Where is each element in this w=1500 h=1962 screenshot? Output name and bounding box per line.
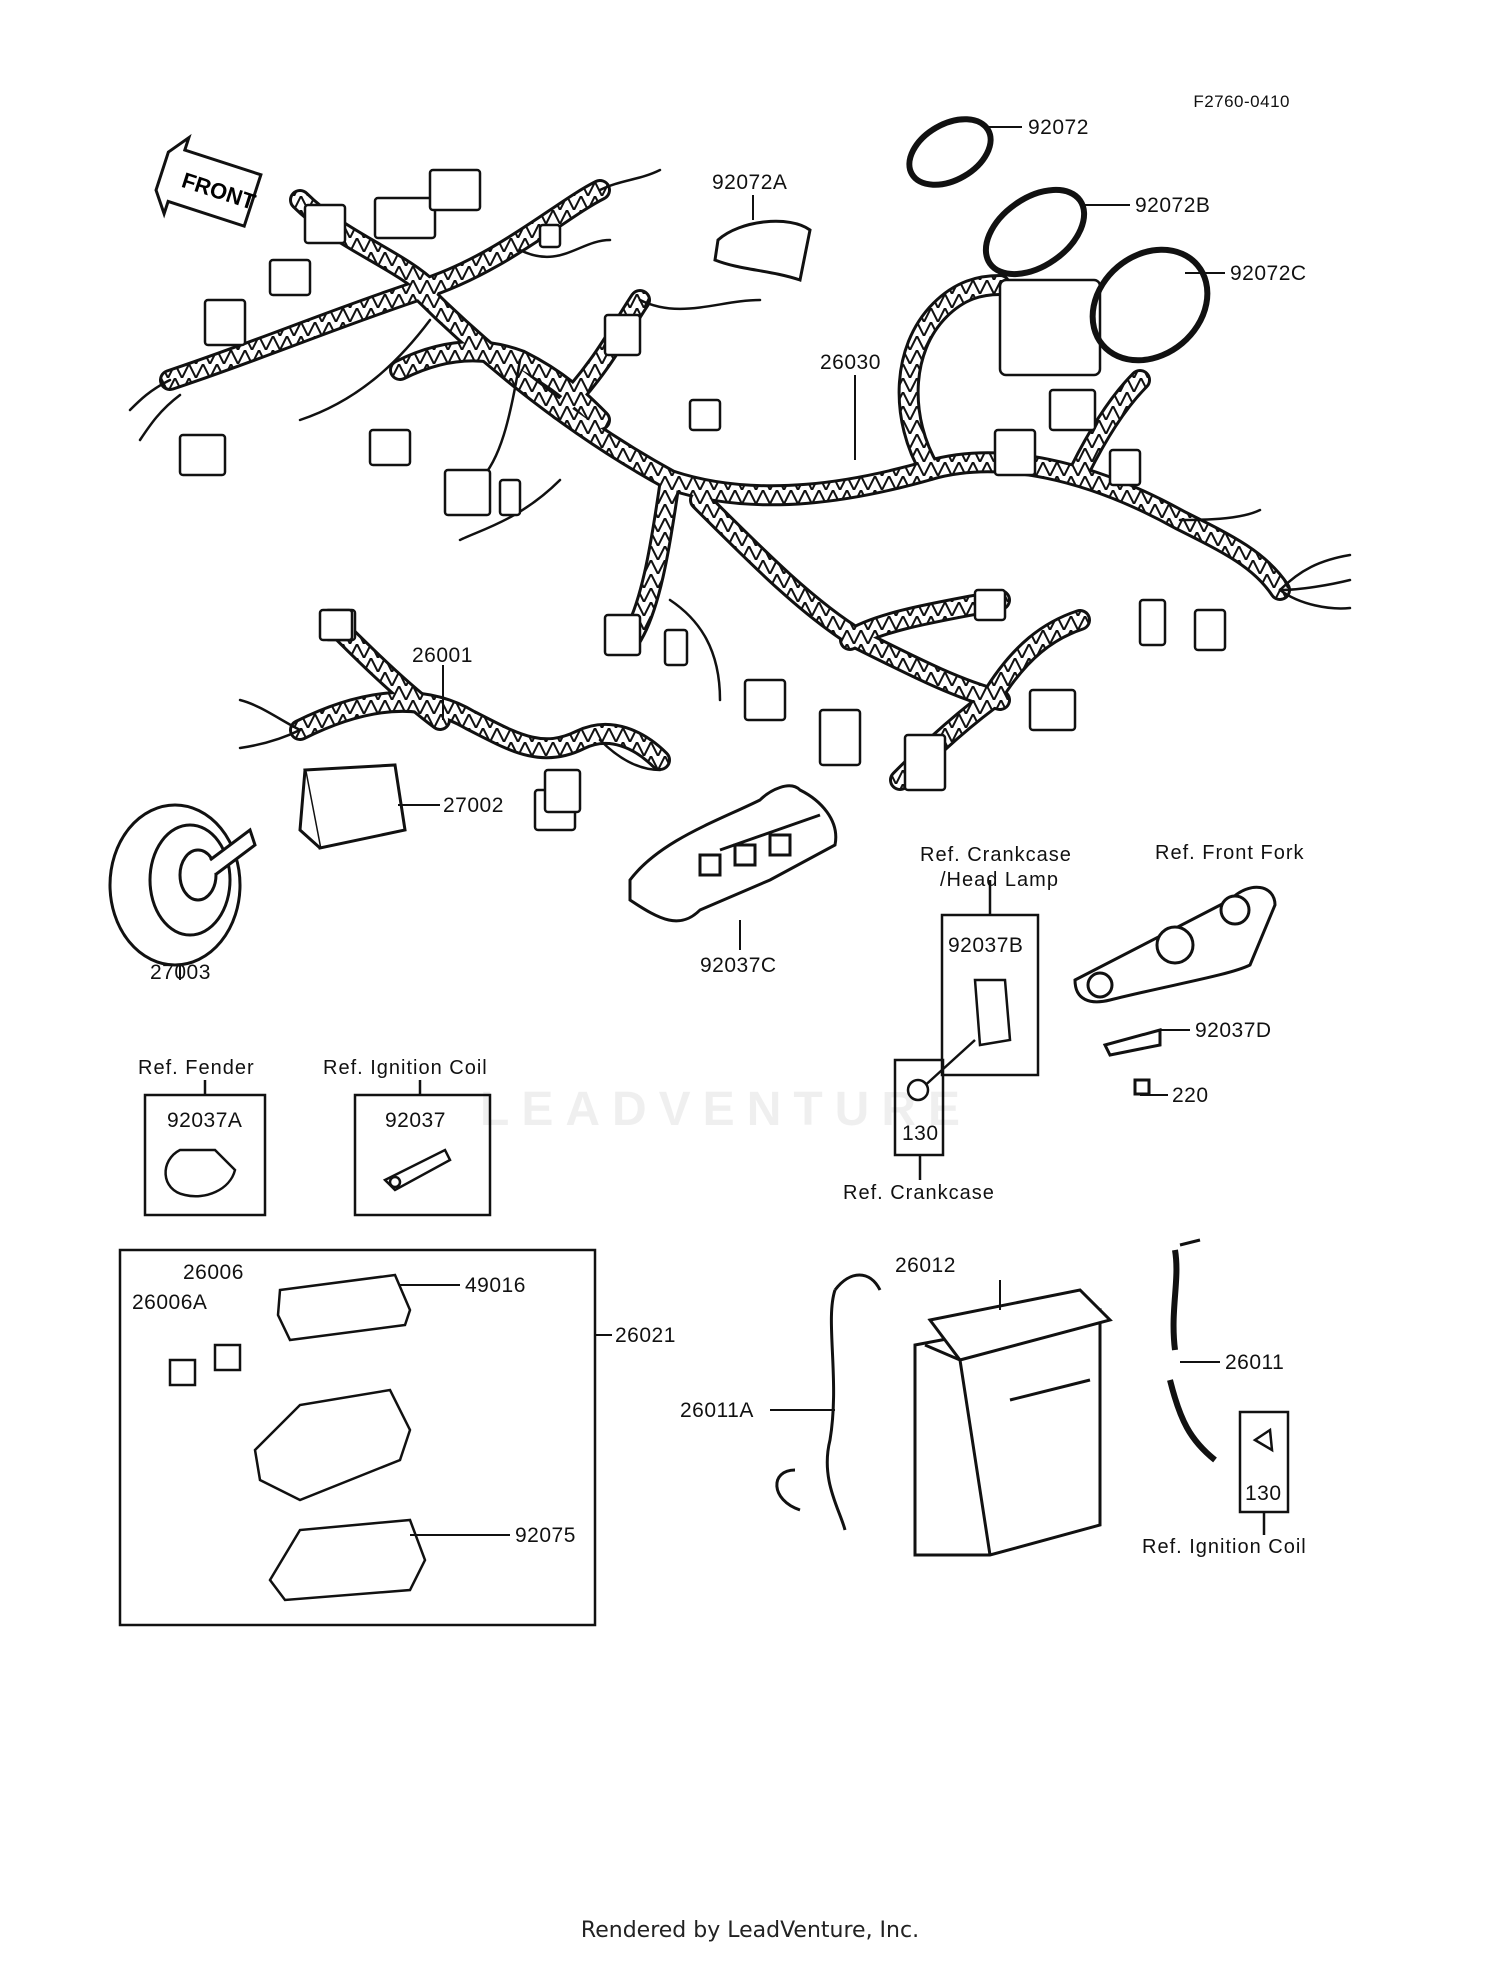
- battery-cable-26011A: [775, 1273, 882, 1531]
- ref-crankcase-headlamp-line1: Ref. Crankcase: [920, 844, 1072, 866]
- label-26030: 26030: [820, 351, 881, 374]
- front-arrow: FRONT: [154, 133, 263, 229]
- label-130-ignition-coil: 130: [1245, 1482, 1282, 1505]
- label-92072C: 92072C: [1230, 262, 1307, 285]
- horn-27003: [108, 803, 257, 967]
- ref-ignition-coil-a: Ref. Ignition Coil: [323, 1057, 488, 1079]
- sub-harness-26001: [318, 608, 582, 814]
- label-26001: 26001: [412, 644, 473, 667]
- leader-lines: [179, 126, 1225, 1536]
- battery-26012: [913, 1288, 1113, 1557]
- label-26006A: 26006A: [132, 1291, 208, 1314]
- label-27003: 27003: [150, 961, 211, 984]
- front-fork-bracket: [1073, 885, 1277, 1096]
- label-26012: 26012: [895, 1254, 956, 1277]
- main-harness-26030: [128, 168, 1352, 832]
- footer-credit: Rendered by LeadVenture, Inc.: [580, 1918, 920, 1943]
- label-92075: 92075: [515, 1524, 576, 1547]
- label-92037D: 92037D: [1195, 1019, 1272, 1042]
- label-26006: 26006: [183, 1261, 244, 1284]
- ref-box-92037A: [143, 1080, 267, 1217]
- label-26011A: 26011A: [680, 1399, 754, 1422]
- drawing-code: F2760-0410: [1193, 92, 1290, 111]
- ref-front-fork: Ref. Front Fork: [1155, 842, 1305, 864]
- ref-box-130-ignition-coil: [1238, 1410, 1290, 1535]
- relay-27002: [298, 763, 407, 850]
- label-92037B: 92037B: [948, 934, 1024, 957]
- label-26011: 26011: [1225, 1351, 1285, 1374]
- fuse-box-26021: [118, 1248, 597, 1627]
- battery-cable-26011: [1167, 1238, 1217, 1463]
- label-27002: 27002: [443, 794, 504, 817]
- cover-92037C: [628, 784, 838, 923]
- ref-fender: Ref. Fender: [138, 1057, 255, 1079]
- label-92037A: 92037A: [167, 1109, 243, 1132]
- ref-crankcase-headlamp-line2: /Head Lamp: [940, 869, 1059, 891]
- label-220: 220: [1172, 1084, 1209, 1107]
- ref-box-92037: [353, 1080, 492, 1217]
- label-92072A: 92072A: [712, 171, 788, 194]
- label-92037: 92037: [385, 1109, 446, 1132]
- label-26021: 26021: [615, 1324, 676, 1347]
- label-49016: 49016: [465, 1274, 526, 1297]
- label-92037C: 92037C: [700, 954, 777, 977]
- label-130-crankcase: 130: [902, 1122, 939, 1145]
- ref-crankcase: Ref. Crankcase: [843, 1182, 995, 1204]
- ref-ignition-coil-b: Ref. Ignition Coil: [1142, 1536, 1307, 1558]
- label-92072B: 92072B: [1135, 194, 1211, 217]
- watermark: LEADVENTURE: [480, 1083, 973, 1136]
- label-92072: 92072: [1028, 116, 1089, 139]
- clamp-92072: [713, 116, 1211, 364]
- ref-box-92037B: [893, 880, 1040, 1180]
